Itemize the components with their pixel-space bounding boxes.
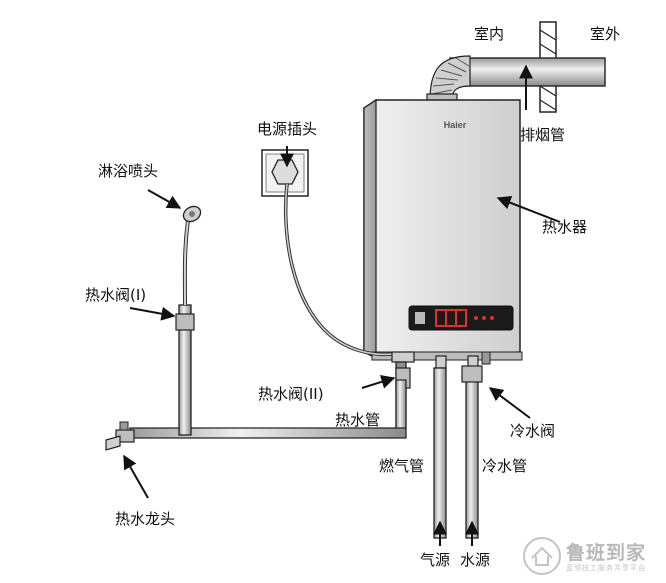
- display-digits: [435, 309, 467, 327]
- cold-valve-arrow: [488, 387, 531, 419]
- label-indoor: 室内: [474, 25, 505, 43]
- cold-water-valve: [461, 351, 491, 383]
- hot-water-faucet: [105, 421, 135, 451]
- label-shower-head: 淋浴喷头: [98, 162, 159, 180]
- flue-pipe: [426, 55, 606, 107]
- label-power-plug: 电源插头: [257, 120, 318, 138]
- label-water-source: 水源: [460, 551, 491, 569]
- label-gas-source: 气源: [420, 551, 451, 569]
- label-cold-valve: 冷水阀: [510, 422, 556, 440]
- display-button: [490, 316, 494, 320]
- faucet-arrow: [123, 454, 149, 499]
- hot-valve-1-arrow: [129, 306, 176, 321]
- label-heater: 热水器: [542, 218, 588, 236]
- label-cold-pipe: 冷水管: [482, 457, 528, 475]
- label-hot-pipe: 热水管: [335, 411, 381, 429]
- shower-head: [182, 205, 202, 223]
- label-hot-valve-2: 热水阀(II): [258, 385, 324, 403]
- label-hot-faucet: 热水龙头: [115, 510, 176, 528]
- watermark-logo-icon: [523, 537, 561, 575]
- label-hot-valve-1: 热水阀(I): [85, 286, 147, 304]
- shower-riser-pipe: [175, 304, 195, 436]
- water-heater: Haier: [363, 98, 523, 361]
- label-flue: 排烟管: [520, 126, 566, 144]
- watermark-title: 鲁班到家: [566, 542, 647, 564]
- display-button: [474, 316, 478, 320]
- label-gas-pipe: 燃气管: [379, 457, 425, 475]
- display-indicator: [415, 312, 425, 324]
- cold-water-pipe: [465, 367, 479, 539]
- label-outdoor: 室外: [590, 25, 621, 43]
- hot-valve-2-arrow: [361, 375, 396, 389]
- display-button: [482, 316, 486, 320]
- shower-head-arrow: [147, 189, 182, 209]
- hot-valve-1: [175, 313, 195, 331]
- heater-arrow: [496, 196, 561, 223]
- gas-pipe: [433, 367, 447, 539]
- heater-brand-logo: Haier: [444, 120, 467, 130]
- watermark: 鲁班到家 蓝领技工服务共享平台: [522, 536, 662, 578]
- hot-water-pipe: [129, 361, 411, 439]
- watermark-subtitle: 蓝领技工服务共享平台: [566, 564, 646, 572]
